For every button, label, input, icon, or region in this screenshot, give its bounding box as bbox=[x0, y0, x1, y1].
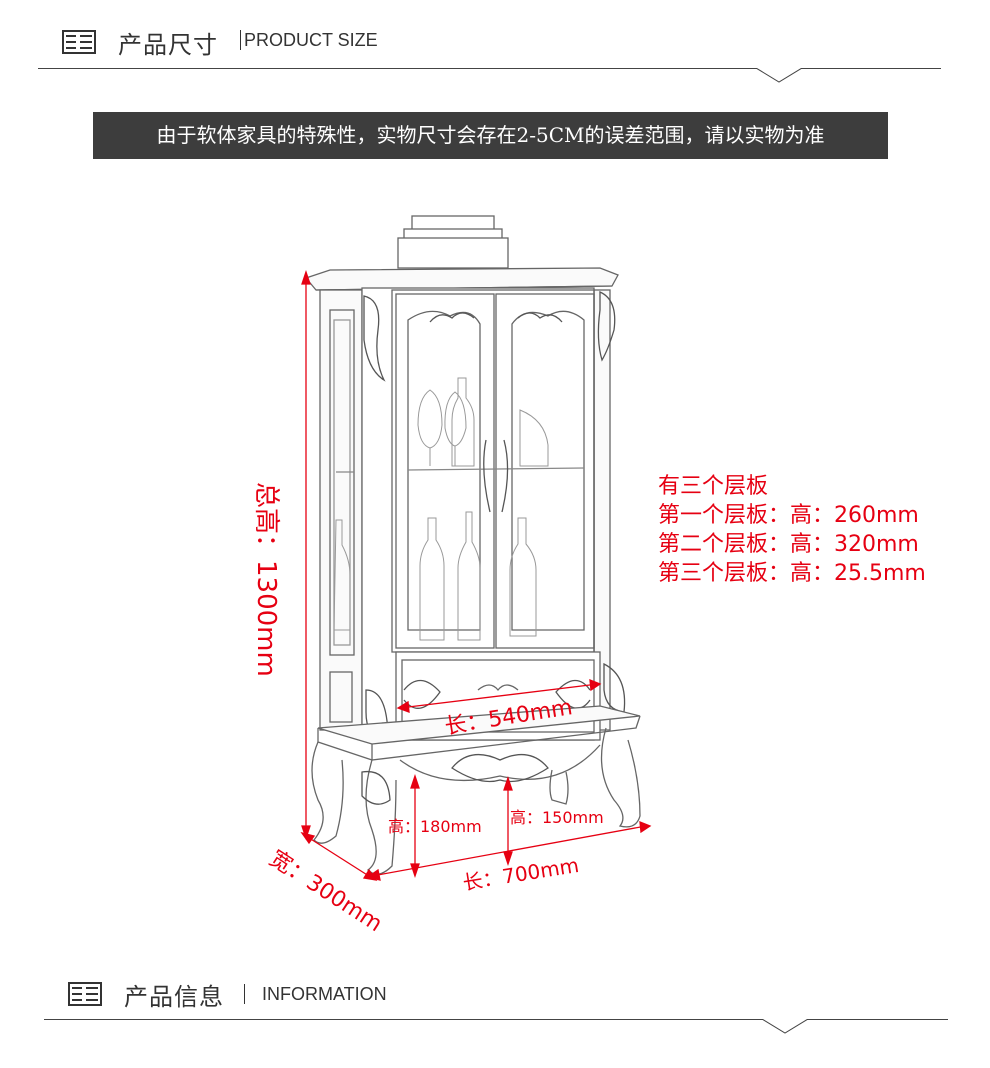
dimension-lines bbox=[300, 269, 652, 881]
title-separator bbox=[240, 30, 241, 50]
total-height-label: 总高：1300mm bbox=[251, 482, 281, 677]
notice-banner: 由于软体家具的特殊性，实物尺寸会存在2-5CM的误差范围，请以实物为准 bbox=[93, 112, 888, 159]
product-size-header: 产品尺寸 PRODUCT SIZE bbox=[0, 20, 990, 80]
length-label: 长：700mm bbox=[461, 853, 580, 895]
menu-lines-icon bbox=[68, 982, 102, 1006]
leg-height-180-label: 高：180mm bbox=[388, 817, 482, 836]
shelf-specs: 有三个层板 第一个层板：高：260mm 第二个层板：高：320mm 第三个层板：… bbox=[658, 472, 926, 588]
section-subtitle: INFORMATION bbox=[262, 984, 387, 1004]
section-subtitle: PRODUCT SIZE bbox=[244, 30, 378, 50]
width-label: 宽：300mm bbox=[265, 846, 387, 937]
footer-divider bbox=[44, 1019, 948, 1020]
header-divider bbox=[38, 68, 941, 69]
title-separator bbox=[244, 984, 245, 1004]
shelf-item: 第二个层板：高：320mm bbox=[658, 532, 919, 557]
menu-lines-icon bbox=[62, 30, 96, 54]
section-title: 产品信息 bbox=[124, 983, 224, 1011]
chevron-down-icon bbox=[756, 68, 802, 83]
section-title: 产品尺寸 bbox=[118, 31, 218, 59]
shelf-item: 第一个层板：高：260mm bbox=[658, 503, 919, 528]
shelf-intro: 有三个层板 bbox=[658, 474, 769, 499]
information-header: 产品信息 INFORMATION bbox=[0, 972, 990, 1032]
cabinet-illustration bbox=[304, 215, 641, 875]
shelf-item: 第三个层板：高：25.5mm bbox=[658, 561, 926, 586]
chevron-down-icon bbox=[762, 1019, 808, 1034]
leg-height-150-label: 高：150mm bbox=[510, 808, 604, 827]
